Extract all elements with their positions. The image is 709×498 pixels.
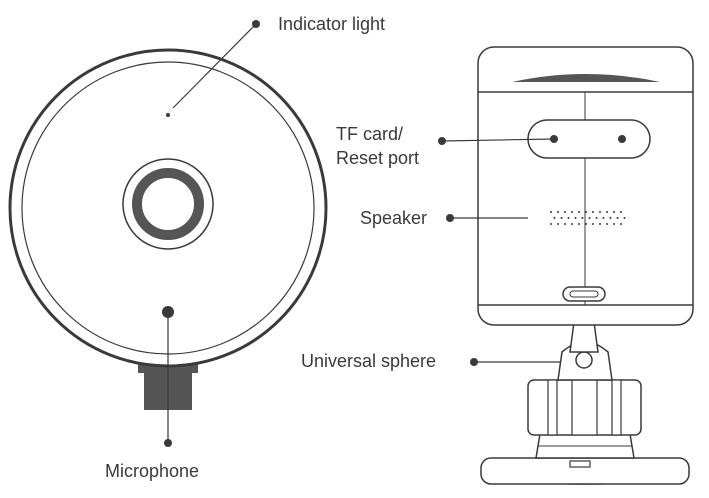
speaker-grille-dot bbox=[599, 211, 601, 213]
knob-ridge-mid bbox=[571, 379, 598, 436]
speaker-leader-dot bbox=[446, 214, 454, 222]
speaker-grille-dot bbox=[613, 211, 615, 213]
speaker-grille-dot bbox=[595, 217, 598, 219]
speaker-grille-dot bbox=[620, 211, 622, 213]
speaker-grille-dot bbox=[557, 223, 559, 225]
microphone-leader-dot bbox=[164, 439, 172, 447]
speaker-grille-dot bbox=[606, 223, 608, 225]
label-tf-card-line1: TF card/ bbox=[336, 124, 404, 144]
speaker-grille-dot bbox=[592, 223, 594, 225]
label-indicator-light: Indicator light bbox=[278, 14, 386, 34]
indicator-light-dot bbox=[166, 113, 170, 117]
side-leaders bbox=[438, 137, 560, 366]
front-leaders bbox=[164, 20, 260, 447]
speaker-grille-dot bbox=[550, 223, 552, 225]
speaker-grille-dot bbox=[602, 217, 605, 219]
speaker-grille-dot bbox=[553, 217, 556, 219]
speaker-grille-dot bbox=[588, 217, 591, 219]
knob-ridge-left bbox=[547, 379, 558, 436]
stand-base-slot bbox=[569, 460, 591, 468]
speaker-grille-dot bbox=[578, 223, 580, 225]
indicator-leader-dot bbox=[252, 20, 260, 28]
speaker-grille-dot bbox=[567, 217, 570, 219]
speaker-grille-dot bbox=[571, 211, 573, 213]
speaker-grille-dot bbox=[571, 223, 573, 225]
speaker-grille-dot bbox=[599, 223, 601, 225]
label-universal-sphere: Universal sphere bbox=[301, 351, 437, 371]
speaker-grille-dot bbox=[578, 211, 580, 213]
front-view bbox=[8, 48, 328, 410]
tf-card-leader-dot bbox=[438, 137, 446, 145]
speaker-grille-dot bbox=[574, 217, 577, 219]
sphere-leader-dot bbox=[470, 358, 478, 366]
joint-bolt bbox=[575, 351, 593, 369]
speaker-grille-dot bbox=[585, 223, 587, 225]
side-view bbox=[477, 46, 694, 485]
speaker-grille-dot bbox=[550, 211, 552, 213]
speaker-grille-dot bbox=[564, 223, 566, 225]
speaker-grille-dot bbox=[560, 217, 563, 219]
speaker-grille bbox=[550, 211, 626, 225]
speaker-grille-dot bbox=[613, 223, 615, 225]
top-lens-hood bbox=[512, 74, 660, 82]
indicator-leader-line bbox=[172, 23, 257, 109]
stand-arm bbox=[569, 321, 599, 353]
tf-card-leader-line bbox=[441, 138, 555, 142]
speaker-grille-dot bbox=[620, 223, 622, 225]
speaker-grille-dot bbox=[606, 211, 608, 213]
speaker-grille-dot bbox=[557, 211, 559, 213]
speaker-grille-dot bbox=[581, 217, 584, 219]
speaker-grille-dot bbox=[592, 211, 594, 213]
knob-ridge-right bbox=[611, 379, 622, 436]
speaker-grille-dot bbox=[623, 217, 626, 219]
label-speaker: Speaker bbox=[360, 208, 428, 228]
label-microphone: Microphone bbox=[105, 461, 200, 481]
speaker-grille-dot bbox=[585, 211, 587, 213]
speaker-grille-dot bbox=[616, 217, 619, 219]
bottom-pill-inner bbox=[569, 290, 599, 298]
reset-hole bbox=[618, 135, 626, 143]
speaker-grille-dot bbox=[609, 217, 612, 219]
speaker-grille-dot bbox=[564, 211, 566, 213]
label-tf-card-line2: Reset port bbox=[336, 148, 420, 168]
lens-ring bbox=[132, 168, 204, 240]
